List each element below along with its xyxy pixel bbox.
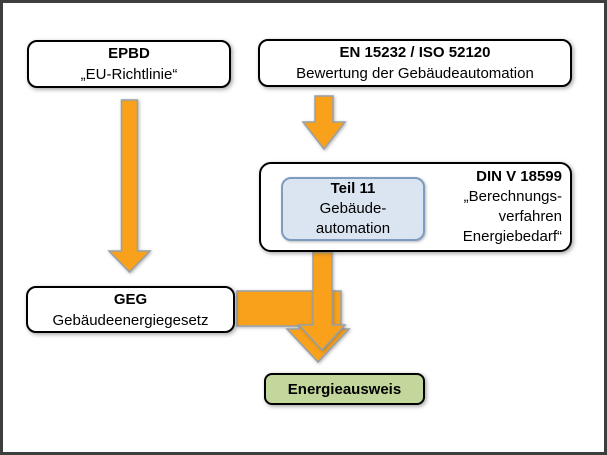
din-box: Teil 11 Gebäude- automation DIN V 18599 … <box>259 162 572 252</box>
din-line2: verfahren <box>498 208 562 225</box>
din-title: DIN V 18599 <box>476 168 562 185</box>
din-line3: Energiebedarf“ <box>462 228 562 245</box>
din-line1: „Berechnungs- <box>463 188 562 205</box>
teil11-title: Teil 11 <box>330 180 376 197</box>
geg-subtitle: Gebäudeenergiegesetz <box>52 311 209 329</box>
en-iso-subtitle: Bewertung der Gebäudeautomation <box>296 65 534 82</box>
teil11-box: Teil 11 Gebäude- automation <box>281 177 425 241</box>
teil11-line1: Gebäude- <box>319 200 387 217</box>
arrow-epbd-to-geg-icon <box>107 99 152 274</box>
epbd-subtitle: „EU-Richtlinie“ <box>80 66 178 83</box>
arrow-din-to-energieausweis-icon <box>297 251 347 352</box>
din-text-block: DIN V 18599 „Berechnungs- verfahren Ener… <box>412 167 562 247</box>
arrow-layer <box>107 95 351 364</box>
arrow-en-iso-to-din-icon <box>301 95 347 151</box>
energieausweis-box: Energieausweis <box>264 373 425 405</box>
geg-box: GEG Gebäudeenergiegesetz <box>26 286 235 333</box>
geg-title: GEG <box>113 290 148 308</box>
teil11-line2: automation <box>315 220 391 237</box>
epbd-box: EPBD „EU-Richtlinie“ <box>27 40 231 88</box>
en-iso-box: EN 15232 / ISO 52120 Bewertung der Gebäu… <box>258 39 572 87</box>
energieausweis-label: Energieausweis <box>287 380 402 398</box>
en-iso-title: EN 15232 / ISO 52120 <box>339 44 491 61</box>
epbd-title: EPBD <box>108 45 150 62</box>
